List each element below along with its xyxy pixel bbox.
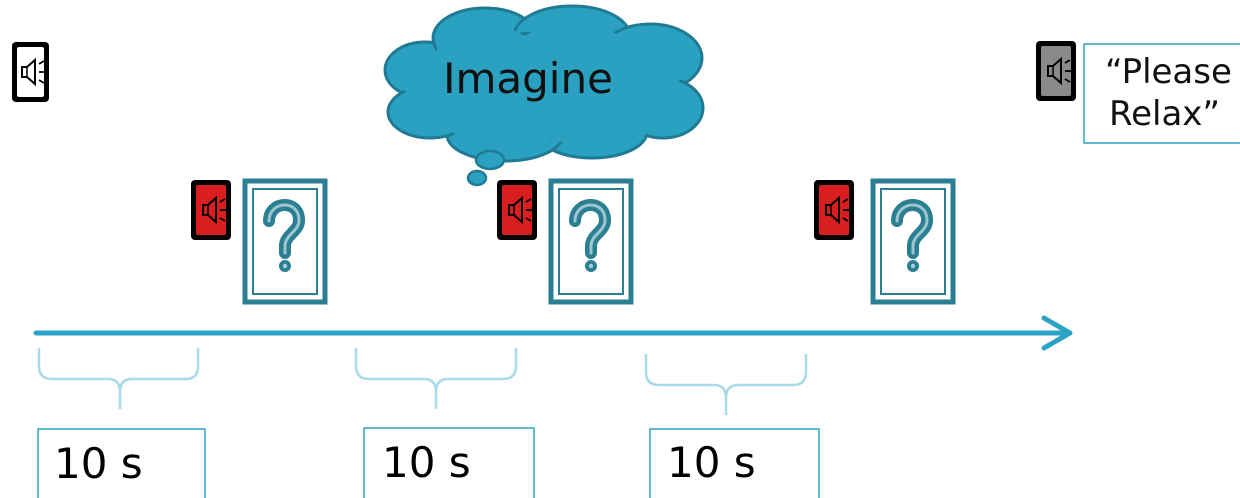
imagine-thought-cloud: Imagine	[383, 4, 705, 187]
cue-speaker-icon-2	[497, 180, 537, 240]
relax-line-1: “Please	[1105, 52, 1232, 92]
cue-speaker-icon-1	[191, 180, 231, 240]
end-speaker-icon	[1036, 41, 1076, 101]
interval-brace-2	[354, 348, 518, 409]
interval-label-3: 10 s	[667, 438, 756, 487]
interval-box-2: 10 s	[363, 427, 535, 498]
question-card-2	[548, 178, 634, 305]
timeline-arrow	[33, 315, 1073, 351]
cloud-text: Imagine	[443, 54, 613, 103]
interval-label-2: 10 s	[382, 438, 471, 487]
interval-label-1: 10 s	[54, 439, 143, 488]
question-card-1	[242, 178, 328, 305]
start-speaker-icon	[12, 42, 49, 102]
interval-brace-3	[644, 354, 808, 415]
relax-instruction-box: “Please Relax”	[1083, 43, 1240, 144]
cue-speaker-icon-3	[814, 180, 854, 240]
interval-box-1: 10 s	[37, 428, 206, 498]
interval-brace-1	[37, 348, 200, 409]
interval-box-3: 10 s	[649, 428, 820, 498]
question-card-3	[870, 178, 956, 305]
relax-line-2: Relax”	[1109, 94, 1220, 134]
